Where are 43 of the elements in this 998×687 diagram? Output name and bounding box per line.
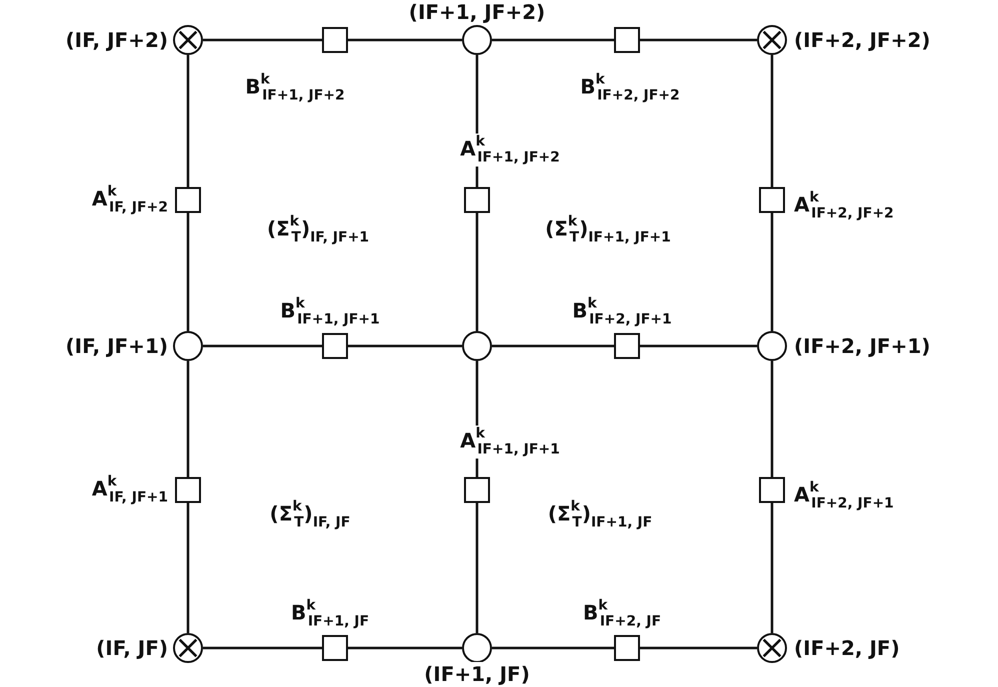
grid-line: [186, 361, 190, 477]
square-node: [175, 477, 201, 503]
square-node: [759, 187, 785, 213]
grid-line: [203, 646, 322, 650]
grid-line: [640, 646, 757, 650]
square-node: [322, 333, 348, 359]
square-node: [175, 187, 201, 213]
grid-line: [492, 38, 614, 42]
grid-line: [203, 38, 322, 42]
grid-line: [770, 503, 774, 633]
grid-line: [492, 646, 614, 650]
crossed-circle-node: [757, 25, 787, 55]
grid-line: [770, 361, 774, 477]
square-node: [464, 187, 490, 213]
square-node: [464, 477, 490, 503]
grid-line: [640, 344, 757, 348]
grid-line: [476, 213, 478, 331]
square-node: [614, 635, 640, 661]
grid-line: [348, 38, 462, 42]
square-node: [322, 27, 348, 53]
square-node: [614, 27, 640, 53]
node-circle: [462, 331, 492, 361]
grid-line: [186, 503, 190, 633]
crossed-circle-node: [173, 633, 203, 663]
square-node: [322, 635, 348, 661]
grid-line: [640, 38, 757, 42]
node-circle: [757, 331, 787, 361]
grid-line: [770, 213, 774, 331]
grid-line: [348, 646, 462, 650]
square-node: [759, 477, 785, 503]
grid-line: [186, 55, 190, 187]
grid-line: [492, 344, 614, 348]
grid-line: [203, 344, 322, 348]
square-node: [614, 333, 640, 359]
grid-line: [348, 344, 462, 348]
crossed-circle-node: [173, 25, 203, 55]
node-circle: [173, 331, 203, 361]
grid-line: [476, 503, 478, 633]
crossed-circle-node: [757, 633, 787, 663]
grid-line: [770, 55, 774, 187]
node-circle: [462, 633, 492, 663]
node-circle: [462, 25, 492, 55]
grid-line: [186, 213, 190, 331]
